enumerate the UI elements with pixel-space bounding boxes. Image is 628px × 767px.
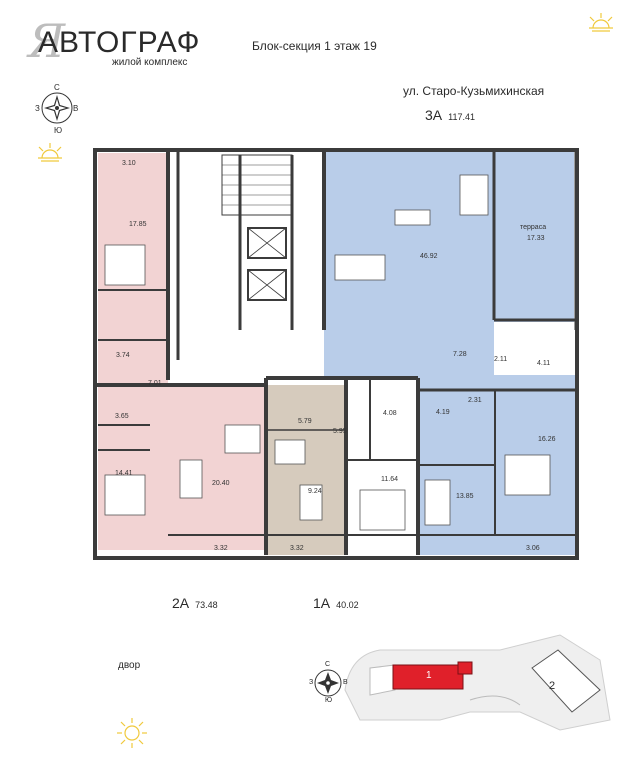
room-area-2-31: 2.31 [468, 397, 482, 404]
site-building-1 [392, 664, 464, 690]
apartment-1a-area: 40.02 [336, 600, 359, 610]
compass-bottom-s: Ю [325, 697, 333, 704]
room-area-16-26: 16.26 [538, 436, 556, 443]
apartment-2a-label: 2А 73.48 [172, 595, 218, 613]
compass-s: Ю [54, 126, 63, 135]
room-area-3-10: 3.10 [122, 160, 136, 167]
room-area-5-95: 5.95 [333, 428, 347, 435]
apartment-3a-area: 117.41 [448, 112, 475, 122]
site-plan [344, 634, 611, 731]
apartment-2a-code: 2А [172, 595, 190, 611]
terrace-label: терраса [520, 224, 547, 231]
furniture [104, 174, 551, 531]
apartment-1a-fill [266, 385, 418, 555]
site-building-2-number: 2 [549, 680, 556, 692]
room-area-9-24: 9.24 [308, 488, 322, 495]
compass-w: З [35, 104, 40, 113]
room-area-5-79: 5.79 [298, 418, 312, 425]
site-building-2 [531, 649, 601, 713]
walls [93, 148, 579, 560]
compass-bottom-e: В [343, 679, 348, 686]
brand-name: АВТОГРАФ [38, 26, 201, 59]
room-area-2-11: 2.11 [494, 356, 508, 363]
room-area-17-85: 17.85 [129, 221, 147, 228]
room-area-3-74: 3.74 [116, 352, 130, 359]
apartment-3a-label: 3А 117.41 [425, 107, 475, 125]
apartment-3a-code: 3А [425, 107, 443, 123]
compass-e: В [73, 104, 79, 113]
compass-icon-bottom [314, 669, 342, 697]
apartment-2a-area: 73.48 [195, 600, 218, 610]
sun-icon [117, 718, 147, 748]
room-area-7-28: 7.28 [453, 351, 467, 358]
apartment-1a-code: 1А [313, 595, 331, 611]
room-area-20-40: 20.40 [212, 480, 230, 487]
logo-swash: Я [28, 14, 66, 68]
brand-subtitle: жилой комплекс [112, 57, 188, 68]
room-area-14-41: 14.41 [115, 470, 133, 477]
yard-label: двор [118, 660, 141, 671]
apartment-3a-fill [324, 152, 575, 555]
room-area-7-01: 7.01 [148, 380, 162, 387]
room-area-3-06: 3.06 [526, 545, 540, 552]
compass-n: С [54, 83, 60, 92]
compass-bottom-w: З [309, 679, 314, 686]
section-floor-label: Блок-секция 1 этаж 19 [252, 39, 377, 53]
compass-bottom-n: С [325, 661, 331, 668]
sunrise-icon [589, 13, 613, 32]
room-area-3-32-b: 3.32 [290, 545, 304, 552]
room-area-4-19: 4.19 [436, 409, 450, 416]
sunrise-icon-left [38, 143, 62, 162]
room-area-11-64: 11.64 [381, 476, 398, 483]
site-building-1-number: 1 [426, 670, 432, 681]
room-area-17-33: 17.33 [527, 235, 545, 242]
room-area-13-85: 13.85 [456, 493, 474, 500]
street-label: ул. Старо-Кузьмихинская [403, 84, 545, 98]
room-area-46-92: 46.92 [420, 253, 438, 260]
staircase-core [221, 154, 294, 330]
compass-icon [41, 92, 73, 124]
room-area-3-32-a: 3.32 [214, 545, 228, 552]
room-area-4-08: 4.08 [383, 410, 397, 417]
room-area-4-11: 4.11 [537, 360, 551, 367]
apartment-1a-label: 1А 40.02 [313, 595, 359, 613]
room-area-3-65: 3.65 [115, 413, 129, 420]
